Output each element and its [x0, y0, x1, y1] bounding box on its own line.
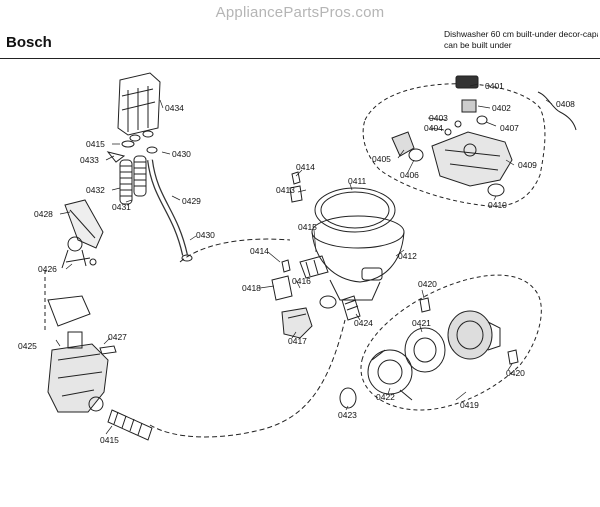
- label-0429: 0429: [182, 196, 201, 206]
- label-0419: 0419: [460, 400, 479, 410]
- part-0432-corrugated-hose: [119, 159, 133, 205]
- part-0421-impeller: [404, 327, 446, 373]
- description-line-2: can be built under: [444, 40, 512, 50]
- label-0414-lower: 0414: [250, 246, 269, 256]
- label-0420-lower: 0420: [506, 368, 525, 378]
- part-0415-sump-hose: [299, 255, 329, 279]
- part-0407-ring: [476, 115, 488, 125]
- label-0411: 0411: [348, 176, 367, 186]
- part-0427-clip: [99, 345, 117, 355]
- label-0415-lower: 0415: [100, 435, 119, 445]
- label-0426: 0426: [38, 264, 57, 274]
- part-0414-clip-lower: [281, 259, 291, 273]
- label-0405: 0405: [372, 154, 391, 164]
- part-0418-bracket: [271, 275, 293, 301]
- part-0404-washer: [444, 128, 452, 136]
- part-0405-elbow: [391, 131, 415, 157]
- label-0434: 0434: [165, 103, 184, 113]
- header-divider: [0, 58, 600, 59]
- label-0406: 0406: [400, 170, 419, 180]
- part-0428-cover: [64, 199, 104, 249]
- part-0426-valve: [61, 236, 97, 269]
- part-0415-lower-hose: [107, 409, 153, 441]
- label-0412: 0412: [398, 251, 417, 261]
- label-0416: 0416: [292, 276, 311, 286]
- watermark: AppliancePartsPros.com: [215, 4, 385, 21]
- label-0407: 0407: [500, 123, 519, 133]
- part-0417-sensor: [281, 307, 313, 339]
- description-line-1: Dishwasher 60 cm built-under decor-capab: [444, 29, 598, 39]
- part-0420-clip-upper: [419, 297, 431, 313]
- label-0423: 0423: [338, 410, 357, 420]
- part-0416-ring: [319, 295, 337, 309]
- part-0403-washer: [454, 120, 462, 128]
- part-0422-pump: [367, 349, 413, 401]
- label-0427: 0427: [108, 332, 127, 342]
- brand-name: Bosch: [6, 34, 52, 51]
- part-0408-wire: [537, 91, 577, 131]
- label-0409: 0409: [518, 160, 537, 170]
- module-group-outline-upper-right: [362, 83, 546, 207]
- label-0418: 0418: [242, 283, 261, 293]
- label-0420: 0420: [418, 279, 437, 289]
- label-0408: 0408: [556, 99, 575, 109]
- part-0430-ring: [146, 146, 158, 154]
- label-0431: 0431: [112, 202, 131, 212]
- label-0430-lower: 0430: [196, 230, 215, 240]
- part-0411-seal-ring: [314, 187, 396, 233]
- label-0428: 0428: [34, 209, 53, 219]
- label-0404: 0404: [424, 123, 443, 133]
- label-0413: 0413: [276, 185, 295, 195]
- label-0410: 0410: [488, 200, 507, 210]
- part-0413-connector: [289, 185, 303, 203]
- label-0424: 0424: [354, 318, 373, 328]
- part-0425-assembly: [47, 295, 109, 413]
- label-0415-sump: 0415: [298, 222, 317, 232]
- label-0402: 0402: [492, 103, 511, 113]
- part-0419-motor: [447, 310, 501, 360]
- label-0401: 0401: [485, 81, 504, 91]
- label-0430: 0430: [172, 149, 191, 159]
- part-0434-bracket: [117, 72, 161, 142]
- drain-hose-route-lower: [149, 319, 346, 438]
- part-0431-corrugated-hose: [133, 155, 147, 197]
- label-0422: 0422: [376, 392, 395, 402]
- part-0412-sump-housing: [311, 215, 405, 301]
- label-0403: 0403: [429, 113, 448, 123]
- part-0414-clip: [291, 171, 301, 185]
- part-0423-ring: [339, 387, 357, 409]
- label-0414: 0414: [296, 162, 315, 172]
- leader-lines: [55, 83, 553, 435]
- label-0432: 0432: [86, 185, 105, 195]
- part-0420-clip-lower: [507, 349, 519, 365]
- label-0421: 0421: [412, 318, 431, 328]
- drain-hose-route: [179, 238, 291, 263]
- part-0409-heater-pump: [431, 131, 513, 187]
- part-0424-hose-piece: [341, 295, 361, 321]
- part-0402-sensor: [461, 99, 477, 113]
- part-0410-clamp: [487, 183, 505, 197]
- label-0415: 0415: [86, 139, 105, 149]
- label-0425: 0425: [18, 341, 37, 351]
- part-0406-seal: [408, 148, 424, 162]
- part-0430-ring-lower: [181, 254, 193, 262]
- label-0433: 0433: [80, 155, 99, 165]
- part-0401-cap: [455, 75, 479, 89]
- model-description: Dishwasher 60 cm built-under decor-capab…: [444, 29, 598, 51]
- label-0417: 0417: [288, 336, 307, 346]
- pump-group-outline: [360, 274, 542, 411]
- part-0415-ring: [121, 140, 135, 148]
